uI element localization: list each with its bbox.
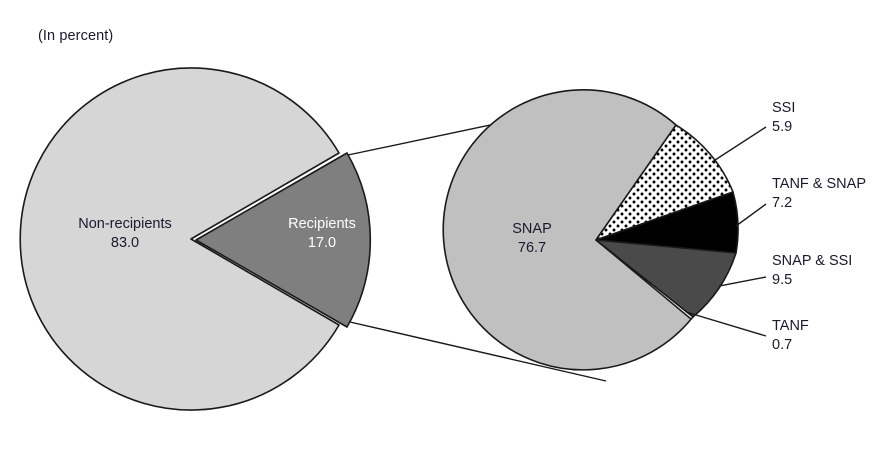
leader-line-snap-ssi bbox=[718, 276, 767, 287]
callout-label-tanf-value: 0.7 bbox=[772, 337, 793, 354]
callout-label-snap-and-ssi-value: 9.5 bbox=[772, 272, 793, 289]
slice-snap[interactable] bbox=[442, 89, 693, 371]
slice-tanf[interactable] bbox=[595, 239, 694, 320]
callout-label-tanf-and-snap: TANF & SNAP 7.2 bbox=[772, 175, 866, 213]
slice-label-non-recipients: Non-recipients 83.0 bbox=[60, 215, 190, 253]
leader-line-tanf bbox=[685, 311, 767, 337]
slice-non-recipients[interactable] bbox=[19, 67, 340, 411]
connector-line-bottom bbox=[349, 321, 607, 382]
slice-label-recipients: Recipients 17.0 bbox=[272, 215, 372, 253]
callout-label-ssi: SSI 5.9 bbox=[772, 99, 795, 137]
slice-label-non-recipients-value: 83.0 bbox=[110, 235, 140, 252]
leader-line-tanf-snap bbox=[735, 203, 767, 227]
slice-recipients[interactable] bbox=[195, 152, 372, 328]
callout-label-snap-and-ssi: SNAP & SSI 9.5 bbox=[772, 252, 852, 290]
slice-label-non-recipients-name: Non-recipients bbox=[78, 216, 172, 232]
slice-label-snap-name: SNAP bbox=[512, 221, 552, 237]
slice-label-recipients-value: 17.0 bbox=[307, 235, 337, 252]
slice-label-snap-value: 76.7 bbox=[517, 240, 547, 257]
slice-label-recipients-name: Recipients bbox=[288, 216, 356, 232]
callout-label-snap-and-ssi-name: SNAP & SSI bbox=[772, 253, 853, 269]
left-pie-group bbox=[19, 67, 372, 411]
callout-label-tanf-and-snap-name: TANF & SNAP bbox=[772, 176, 866, 192]
callout-label-ssi-value: 5.9 bbox=[772, 119, 793, 136]
callout-label-tanf: TANF 0.7 bbox=[772, 317, 809, 355]
slice-label-snap: SNAP 76.7 bbox=[492, 220, 572, 258]
callout-label-tanf-name: TANF bbox=[772, 318, 809, 334]
callout-label-ssi-name: SSI bbox=[772, 100, 796, 116]
leader-line-ssi bbox=[711, 126, 767, 163]
slice-ssi[interactable] bbox=[595, 124, 734, 241]
units-note: (In percent) bbox=[38, 28, 114, 44]
callout-label-tanf-and-snap-value: 7.2 bbox=[772, 195, 793, 212]
right-pie-group bbox=[442, 89, 739, 371]
callout-leader-lines bbox=[685, 126, 767, 337]
